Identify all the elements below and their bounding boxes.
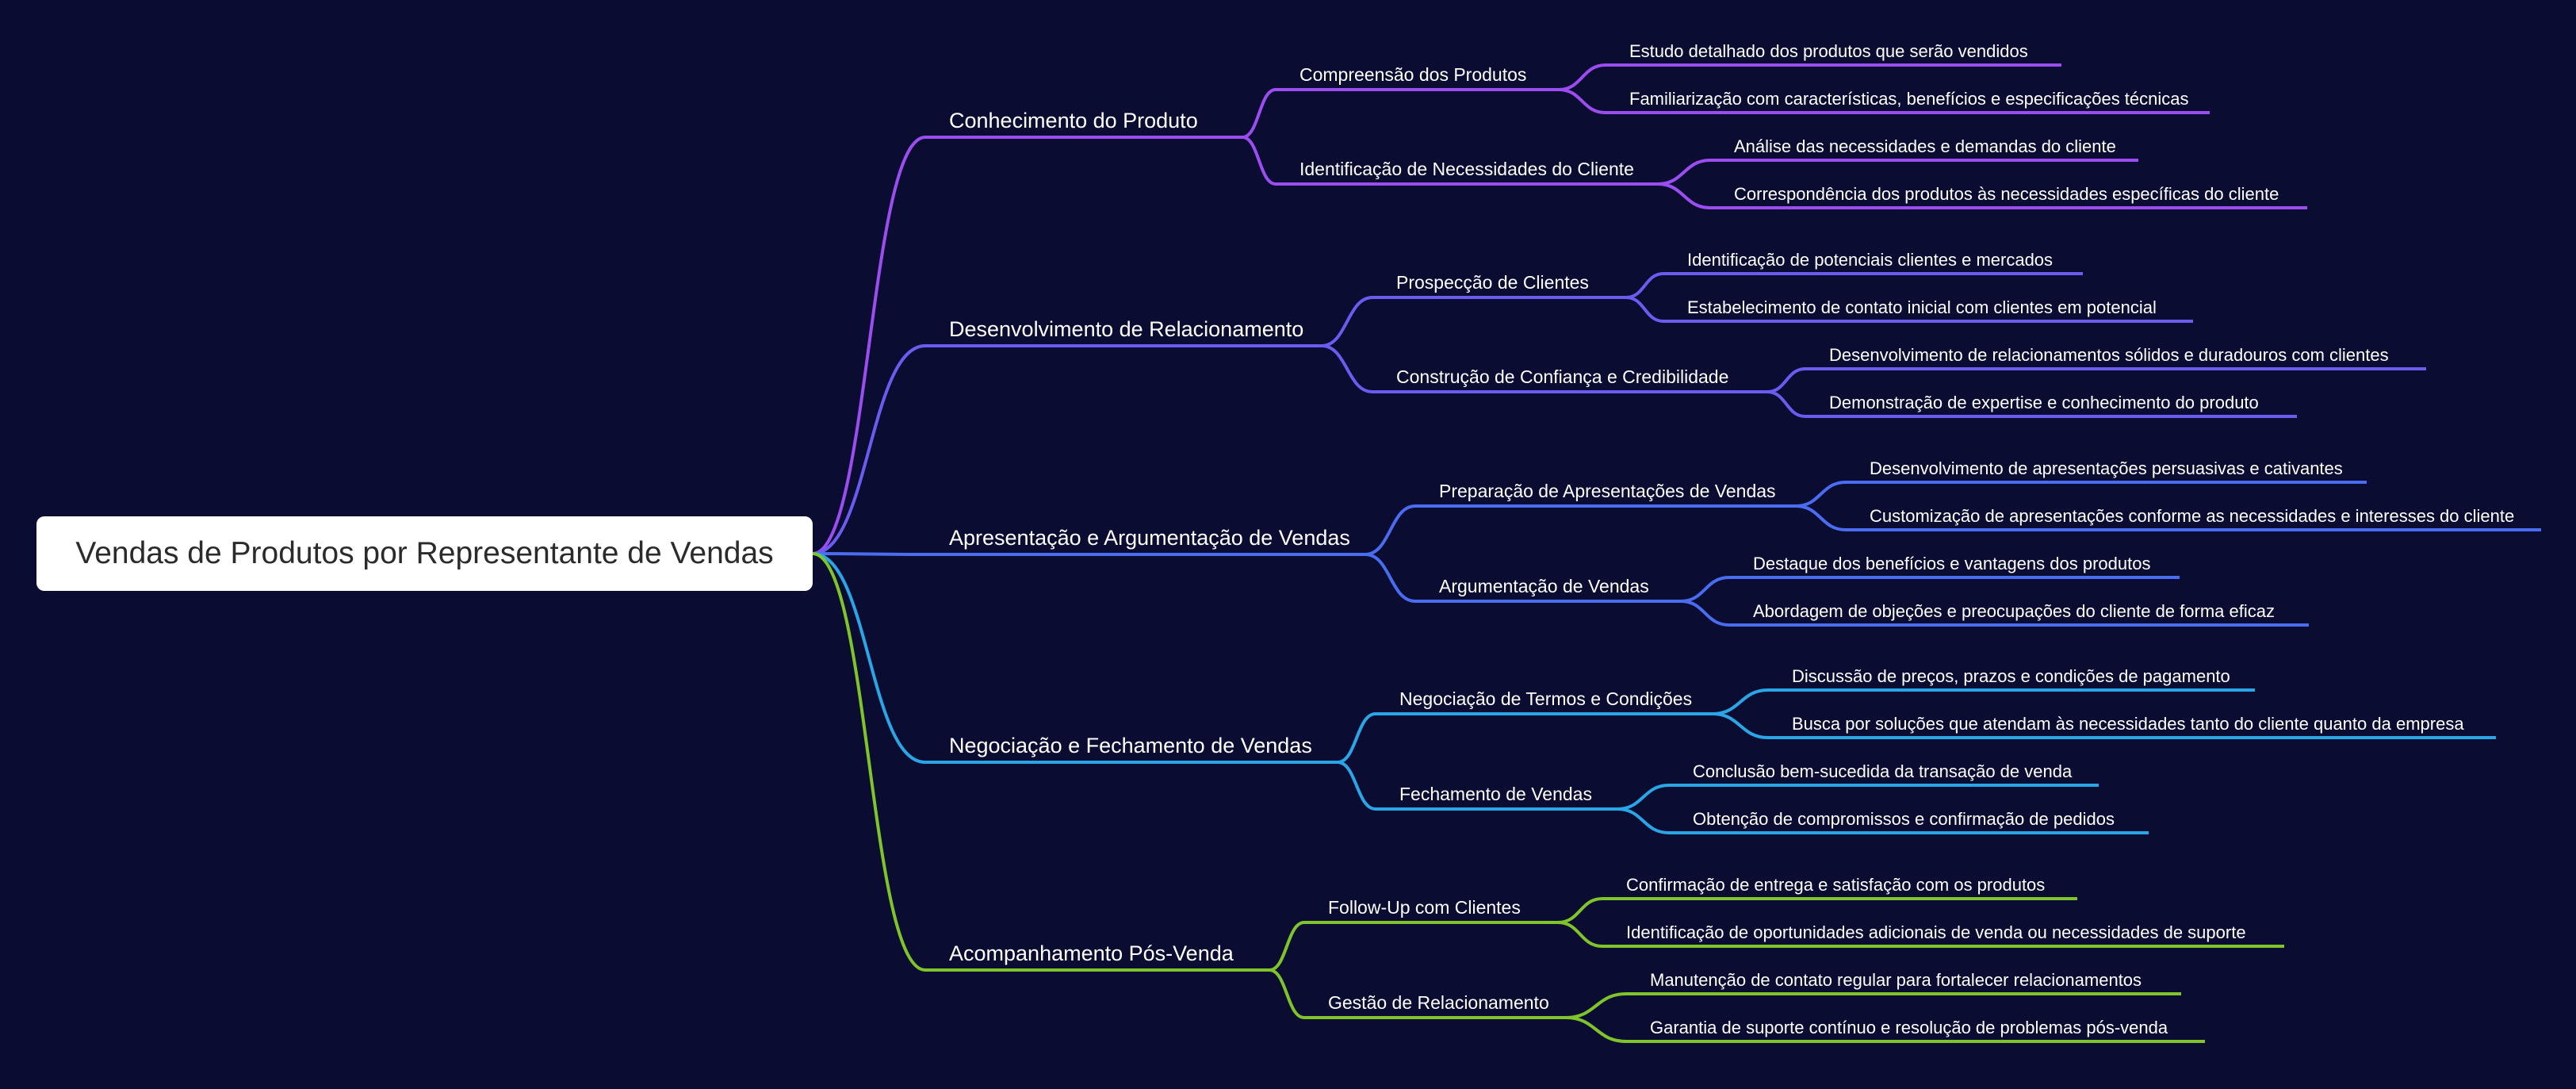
connector-level3	[1617, 807, 1670, 834]
connector-level2	[1242, 136, 1277, 186]
connector-level3	[1680, 600, 1730, 627]
leaf-label[interactable]: Estabelecimento de contato inicial com c…	[1687, 297, 2157, 317]
leaf-label[interactable]: Análise das necessidades e demandas do c…	[1734, 136, 2116, 156]
leaf-label[interactable]: Manutenção de contato regular para forta…	[1650, 970, 2142, 990]
subbranch-label[interactable]: Compreensão dos Produtos	[1299, 64, 1527, 85]
leaf-label[interactable]: Estudo detalhado dos produtos que serão …	[1629, 41, 2028, 61]
leaf-label[interactable]: Confirmação de entrega e satisfação com …	[1626, 875, 2046, 895]
connector-level3	[1712, 712, 1769, 739]
connector-level2	[1321, 296, 1373, 347]
subbranch-label[interactable]: Negociação de Termos e Condições	[1399, 688, 1693, 709]
leaf-label[interactable]: Garantia de suporte contínuo e resolução…	[1650, 1018, 2168, 1037]
connector-level3	[1625, 272, 1664, 299]
connector-level1	[812, 344, 926, 555]
subbranch-label[interactable]: Fechamento de Vendas	[1399, 784, 1592, 804]
connector-level2	[1337, 761, 1376, 811]
connector-level3	[1657, 159, 1711, 186]
connector-level3	[1565, 992, 1627, 1019]
connector-level2	[1365, 504, 1416, 556]
leaf-label[interactable]: Conclusão bem-sucedida da transação de v…	[1693, 761, 2073, 781]
connector-level3	[1558, 88, 1606, 114]
root-node-label: Vendas de Produtos por Representante de …	[75, 536, 774, 570]
connector-level3	[1625, 296, 1664, 323]
connector-level2	[1269, 968, 1305, 1019]
branch-label[interactable]: Desenvolvimento de Relacionamento	[949, 317, 1304, 341]
subbranch-label[interactable]: Follow-Up com Clientes	[1328, 897, 1521, 918]
connector-level2	[1269, 921, 1305, 972]
connector-level3	[1795, 481, 1847, 508]
branch-label[interactable]: Negociação e Fechamento de Vendas	[949, 734, 1312, 757]
subbranch-label[interactable]: Gestão de Relacionamento	[1328, 992, 1549, 1013]
connector-level2	[1321, 344, 1373, 393]
leaf-label[interactable]: Customização de apresentações conforme a…	[1870, 506, 2515, 526]
leaf-label[interactable]: Identificação de oportunidades adicionai…	[1626, 922, 2246, 942]
leaf-label[interactable]: Discussão de preços, prazos e condições …	[1792, 666, 2230, 686]
leaf-label[interactable]: Abordagem de objeções e preocupações do …	[1753, 601, 2275, 621]
connector-level3	[1617, 784, 1670, 811]
branch-label[interactable]: Conhecimento do Produto	[949, 109, 1198, 132]
connector-level3	[1565, 1016, 1627, 1043]
leaf-label[interactable]: Identificação de potenciais clientes e m…	[1687, 250, 2054, 270]
leaf-label[interactable]: Obtenção de compromissos e confirmação d…	[1693, 809, 2115, 829]
connector-level1	[812, 136, 926, 555]
subbranch-label[interactable]: Preparação de Apresentações de Vendas	[1439, 481, 1776, 501]
root-node[interactable]: Vendas de Produtos por Representante de …	[36, 516, 813, 591]
connector-level2	[1242, 88, 1277, 139]
connector-level1	[812, 552, 926, 764]
leaf-label[interactable]: Destaque dos benefícios e vantagens dos …	[1753, 554, 2151, 573]
leaf-label[interactable]: Demonstração de expertise e conhecimento…	[1829, 393, 2259, 412]
subbranch-label[interactable]: Identificação de Necessidades do Cliente	[1299, 159, 1634, 179]
subbranch-label[interactable]: Argumentação de Vendas	[1439, 576, 1649, 596]
branch-label[interactable]: Acompanhamento Pós-Venda	[949, 941, 1234, 965]
connector-level1	[812, 552, 926, 972]
subbranch-label[interactable]: Construção de Confiança e Credibilidade	[1396, 366, 1729, 387]
leaf-label[interactable]: Busca por soluções que atendam às necess…	[1792, 714, 2464, 734]
branch-label[interactable]: Apresentação e Argumentação de Vendas	[949, 526, 1350, 550]
leaf-label[interactable]: Desenvolvimento de apresentações persuas…	[1870, 458, 2343, 478]
subbranch-label[interactable]: Prospecção de Clientes	[1396, 272, 1589, 293]
connector-level3	[1657, 182, 1711, 209]
connector-level2	[1365, 553, 1416, 603]
connector-level3	[1557, 921, 1603, 948]
connector-level3	[1557, 897, 1603, 924]
connector-level3	[1680, 576, 1730, 603]
connector-level2	[1337, 712, 1376, 764]
leaf-label[interactable]: Desenvolvimento de relacionamentos sólid…	[1829, 345, 2389, 365]
connector-level3	[1766, 367, 1806, 393]
leaf-label[interactable]: Familiarização com características, bene…	[1629, 89, 2189, 109]
connector-level3	[1558, 63, 1606, 91]
leaf-label[interactable]: Correspondência dos produtos às necessid…	[1734, 184, 2279, 204]
connector-level3	[1712, 688, 1769, 715]
connector-level3	[1766, 390, 1806, 418]
connector-level3	[1795, 504, 1847, 531]
